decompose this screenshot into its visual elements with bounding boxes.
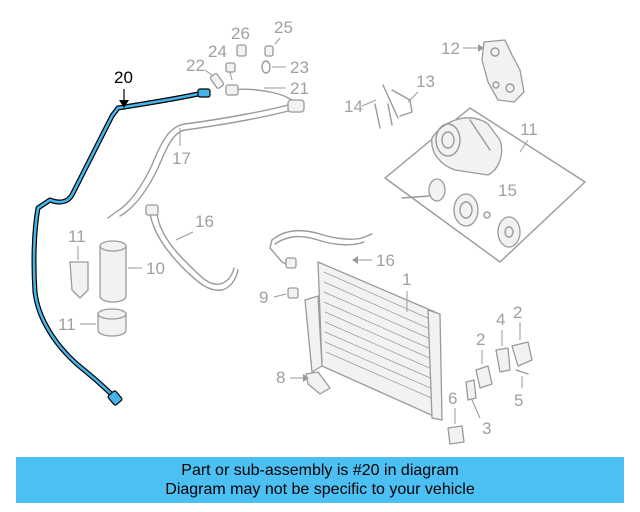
callout-4: 4 (496, 310, 505, 329)
svg-text:6: 6 (448, 389, 457, 408)
callout-2-b: 2 (513, 303, 522, 322)
svg-text:11: 11 (58, 315, 76, 334)
svg-text:11: 11 (68, 227, 86, 246)
callout-3: 3 (482, 419, 491, 438)
svg-text:11: 11 (520, 120, 538, 139)
svg-text:16: 16 (195, 212, 214, 231)
callout-17: 16 (352, 251, 395, 270)
oring-part-5 (515, 369, 529, 388)
fitting-part-8 (287, 287, 299, 299)
svg-text:5: 5 (514, 391, 523, 410)
callout-6: 6 (448, 389, 457, 408)
callout-18: 16 (175, 212, 214, 241)
switch-part-2-b (511, 322, 533, 367)
svg-text:26: 26 (231, 24, 250, 43)
callout-20: 20 (114, 68, 133, 108)
svg-text:23: 23 (290, 58, 309, 77)
hose-part-18 (145, 204, 239, 291)
svg-text:16: 16 (376, 251, 395, 270)
svg-text:8: 8 (276, 368, 285, 387)
info-banner: Part or sub-assembly is #20 in diagram D… (16, 457, 624, 503)
svg-text:2: 2 (513, 303, 522, 322)
bracket-part-11 (69, 246, 89, 299)
svg-text:25: 25 (274, 18, 293, 37)
svg-text:14: 14 (344, 97, 363, 116)
switch-part-6 (447, 408, 465, 445)
callout-23: 23 (272, 58, 309, 77)
callout-9: 10 (128, 259, 165, 278)
bracket-part-10 (97, 308, 127, 337)
line-part-17 (269, 229, 373, 269)
callout-10: 11 (58, 315, 96, 334)
svg-text:21: 21 (290, 79, 309, 98)
svg-text:20: 20 (114, 68, 133, 87)
callout-7: 8 (276, 368, 309, 387)
callout-15: 14 (344, 97, 377, 116)
svg-text:9: 9 (259, 288, 268, 307)
svg-text:15: 15 (498, 181, 517, 200)
svg-text:24: 24 (208, 42, 227, 61)
callout-22: 22 (186, 56, 214, 77)
svg-text:2: 2 (476, 330, 485, 349)
svg-text:17: 17 (172, 149, 191, 168)
callout-26: 26 (231, 24, 250, 43)
callout-21: 21 (264, 79, 309, 98)
bracket-part-7 (305, 371, 331, 395)
callout-1: 1 (402, 270, 411, 312)
drier-part-9 (99, 240, 127, 303)
clip-part-25 (264, 37, 281, 57)
banner-line-2: Diagram may not be specific to your vehi… (165, 481, 475, 498)
svg-text:13: 13 (416, 72, 435, 91)
svg-text:12: 12 (441, 39, 460, 58)
nut-part-24 (225, 62, 236, 81)
callout-16: 15 (498, 181, 517, 200)
svg-text:3: 3 (482, 419, 491, 438)
callout-25: 25 (274, 18, 293, 37)
clip-part-26 (236, 44, 247, 57)
svg-text:22: 22 (186, 56, 205, 75)
callout-11: 11 (68, 227, 86, 246)
svg-text:1: 1 (402, 270, 411, 289)
banner-line-1: Part or sub-assembly is #20 in diagram (181, 462, 459, 479)
callout-14: 13 (407, 72, 435, 103)
callout-13: 12 (441, 39, 484, 58)
svg-text:10: 10 (146, 259, 165, 278)
oring-part-23 (261, 60, 271, 74)
callout-24: 24 (208, 42, 227, 61)
switch-part-2-a (475, 350, 493, 389)
condenser-part-1 (304, 261, 443, 421)
callout-19: 17 (172, 128, 191, 168)
callout-5: 5 (514, 391, 523, 410)
callout-8: 9 (259, 288, 287, 307)
bolts-part-15 (374, 103, 393, 129)
callout-2-a: 2 (476, 330, 485, 349)
sensor-part-4 (495, 330, 511, 373)
callout-12: 11 (519, 120, 538, 153)
bracket-part-14 (382, 84, 413, 119)
valve-part-3 (465, 379, 481, 419)
clutch-part-16 (401, 178, 521, 248)
hose-part-19 (107, 99, 305, 219)
bracket-part-13 (481, 39, 525, 103)
svg-text:4: 4 (496, 310, 505, 329)
bolt-part-22 (209, 73, 225, 89)
compressor-part-12 (384, 107, 586, 263)
line-part-21 (225, 84, 293, 101)
